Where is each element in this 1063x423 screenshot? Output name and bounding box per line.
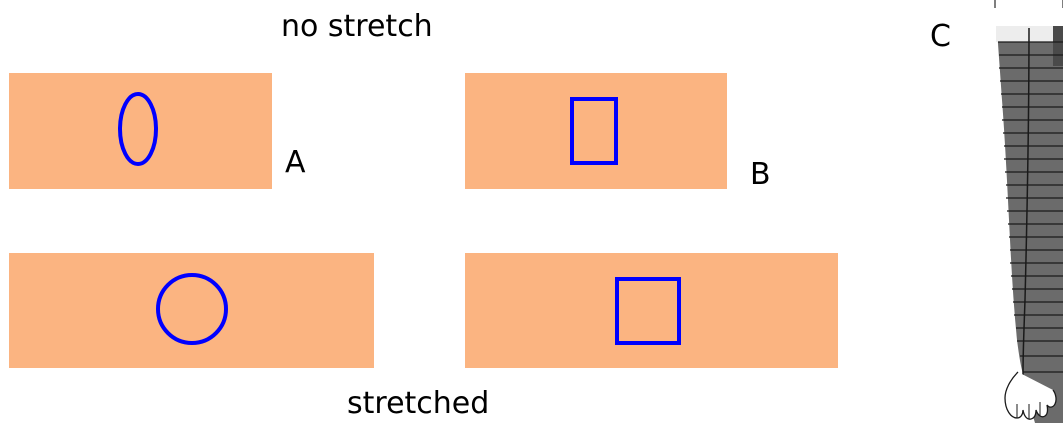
panel-b-stretched (465, 253, 838, 368)
foot-outline (1004, 371, 1057, 420)
stocking-rings (998, 41, 1063, 373)
title-no-stretch: no stretch (281, 9, 433, 44)
circle-outline (156, 273, 228, 345)
thigh-outline (994, 0, 1063, 8)
rectangle-shape (570, 97, 618, 165)
panel-b-no-stretch (465, 73, 727, 189)
toe-lines (1016, 402, 1041, 419)
rectangle-outline (570, 97, 618, 165)
circle-shape (156, 273, 228, 345)
stocking-band-dark-tab (1053, 26, 1063, 66)
panel-a-no-stretch (9, 73, 272, 189)
label-b: B (750, 157, 771, 192)
stocking-body (997, 28, 1063, 423)
panel-a-stretched (9, 253, 374, 368)
label-c: C (930, 19, 951, 54)
square-shape (615, 277, 681, 345)
label-a: A (285, 145, 306, 180)
square-outline (615, 277, 681, 345)
compression-stocking-leg-icon (994, 0, 1063, 423)
ellipse-shape (118, 92, 158, 166)
title-stretched: stretched (347, 386, 490, 421)
ellipse-outline (118, 92, 158, 166)
